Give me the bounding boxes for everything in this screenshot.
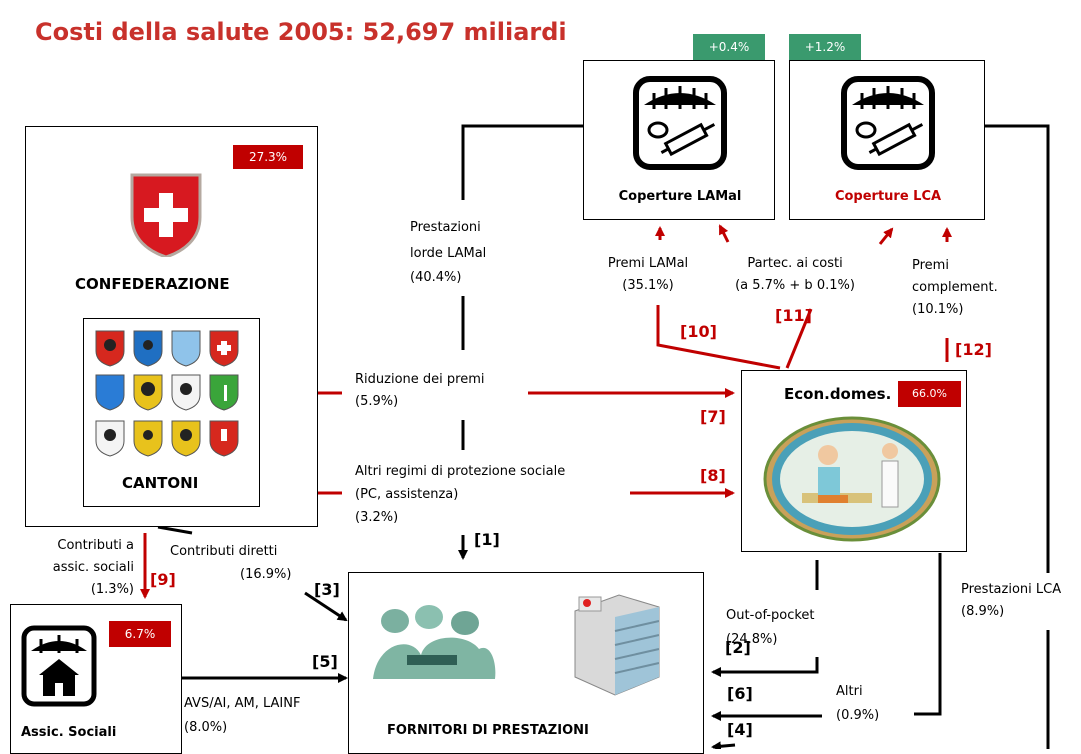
riduzione-pct: (5.9%) <box>355 394 399 409</box>
ref-10: [10] <box>680 322 717 341</box>
page-title: Costi della salute 2005: 52,697 miliardi <box>35 18 567 46</box>
contributi-diretti-pct: (16.9%) <box>240 567 292 582</box>
altri-pct: (0.9%) <box>836 708 880 723</box>
out-of-pocket-pct: (24.8%) <box>726 632 778 647</box>
out-of-pocket-line1: Out-of-pocket <box>726 608 815 623</box>
doctor-patient-icon <box>763 416 941 542</box>
altri-line1: Altri <box>836 684 863 699</box>
premi-lamal-pct: (35.1%) <box>622 278 674 293</box>
insurance-umbrella-icon <box>841 76 935 170</box>
econ-domes-box: Econ.domes. 66.0% <box>741 370 967 552</box>
avs-line1: AVS/AI, AM, LAINF <box>184 696 301 711</box>
coperture-lca-box: Coperture LCA <box>789 60 985 220</box>
ref-2: [2] <box>725 638 751 657</box>
cantonal-shields-icon <box>95 330 239 457</box>
premi-compl-pct: (10.1%) <box>912 302 964 317</box>
assic-sociali-share-badge: 6.7% <box>109 621 171 647</box>
contributi-assic-line2: assic. sociali <box>52 560 134 575</box>
partec-costi-line1: Partec. ai costi <box>747 256 843 271</box>
lca-change-badge: +1.2% <box>789 34 861 60</box>
contributi-assic-line1: Contributi a <box>57 538 134 553</box>
premi-lamal-line1: Premi LAMal <box>607 256 689 271</box>
swiss-shield-icon <box>130 173 202 257</box>
confederazione-label: CONFEDERAZIONE <box>75 275 230 293</box>
avs-pct: (8.0%) <box>184 720 228 735</box>
ref-7: [7] <box>700 407 726 426</box>
prestazioni-lamal-line2: lorde LAMal <box>410 246 487 261</box>
assic-sociali-label: Assic. Sociali <box>21 725 117 740</box>
ref-8: [8] <box>700 466 726 485</box>
econ-domes-share-badge: 66.0% <box>898 381 961 407</box>
ref-5: [5] <box>312 652 338 671</box>
econ-domes-label: Econ.domes. <box>784 385 892 403</box>
ref-4: [4] <box>727 720 753 739</box>
ref-3: [3] <box>314 580 340 599</box>
prestazioni-lca-line1: Prestazioni LCA <box>961 582 1062 597</box>
contributi-assic-pct: (1.3%) <box>90 582 134 597</box>
ref-9: [9] <box>150 570 176 589</box>
partec-costi-pct: (a 5.7% + b 0.1%) <box>735 278 855 293</box>
ref-6: [6] <box>727 684 753 703</box>
prestazioni-lamal-line1: Prestazioni <box>410 220 481 235</box>
coperture-lamal-label: Coperture LAMal <box>618 189 742 204</box>
confederazione-share-badge: 27.3% <box>233 145 303 169</box>
surgeons-icon <box>373 605 496 679</box>
ref-1: [1] <box>474 530 500 549</box>
altri-regimi-line1: Altri regimi di protezione sociale <box>355 464 566 479</box>
insurance-umbrella-icon <box>633 76 727 170</box>
prestazioni-lamal-pct: (40.4%) <box>410 270 462 285</box>
lamal-change-badge: +0.4% <box>693 34 765 60</box>
fornitori-label: FORNITORI DI PRESTAZIONI <box>387 723 589 738</box>
confederazione-box: 27.3% CONFEDERAZIONE <box>25 126 318 527</box>
prestazioni-lca-pct: (8.9%) <box>961 604 1005 619</box>
hospital-building-icon <box>574 594 660 696</box>
ref-11: [11] <box>775 306 812 325</box>
lamal-top-line <box>461 124 583 200</box>
altri-regimi-pct: (3.2%) <box>355 510 399 525</box>
contributi-diretti-line1: Contributi diretti <box>170 544 278 559</box>
premi-compl-line2: complement. <box>912 280 998 295</box>
fornitori-box: FORNITORI DI PRESTAZIONI <box>348 572 704 754</box>
altri-regimi-line2: (PC, assistenza) <box>355 487 459 502</box>
riduzione-line1: Riduzione dei premi <box>355 372 485 387</box>
cantoni-box: CANTONI <box>83 318 260 507</box>
assic-sociali-box: 6.7% Assic. Sociali <box>10 604 182 754</box>
premi-compl-line1: Premi <box>912 258 949 273</box>
insurance-house-icon <box>21 625 97 707</box>
cantoni-label: CANTONI <box>122 474 199 492</box>
ref-12: [12] <box>955 340 992 359</box>
coperture-lca-label: Coperture LCA <box>834 189 942 204</box>
coperture-lamal-box: Coperture LAMal <box>583 60 775 220</box>
